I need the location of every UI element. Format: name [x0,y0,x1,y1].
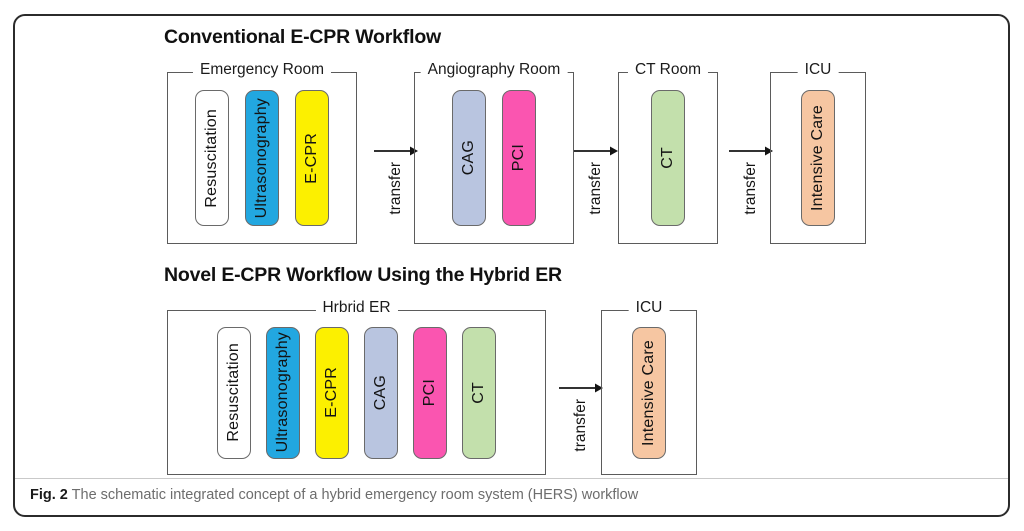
room-group-angiography-room: Angiography Room CAG PCI [414,62,574,244]
transfer-text-1: transfer [387,162,405,215]
section-title-conventional: Conventional E-CPR Workflow [164,26,441,48]
process-label-cag: CAG [460,140,477,176]
process-box-pci[interactable]: PCI [413,326,447,459]
process-label-pci: PCI [510,144,527,172]
process-label-resuscitation: Resuscitation [203,108,220,208]
room-label-ct-room: CT Room [627,62,709,78]
transfer-label-2: transfer [573,162,619,220]
figure-caption: Fig. 2 The schematic integrated concept … [30,487,990,503]
process-box-ct[interactable]: CT [462,326,496,459]
process-box-pci[interactable]: PCI [502,90,536,226]
caption-divider [15,478,1008,479]
process-label-intensive-care: Intensive Care [640,339,657,446]
room-group-emergency-room: Emergency Room Resuscitation Ultrasonogr… [167,62,357,244]
room-label-angiography-room: Angiography Room [420,62,568,78]
transfer-text-4: transfer [572,399,590,452]
process-label-pci: PCI [421,378,438,407]
figure-caption-prefix: Fig. 2 [30,487,68,503]
arrow-right-icon [574,146,618,156]
process-box-resuscitation[interactable]: Resuscitation [195,90,229,226]
arrow-right-icon [374,146,418,156]
process-label-ultrasonography: Ultrasonography [274,332,291,453]
section-title-novel: Novel E-CPR Workflow Using the Hybrid ER [164,264,562,286]
figure-caption-text: The schematic integrated concept of a hy… [71,487,639,503]
transfer-label-4: transfer [558,399,604,457]
transfer-text-3: transfer [742,162,760,215]
process-box-e-cpr[interactable]: E-CPR [295,90,329,226]
process-box-cag[interactable]: CAG [452,90,486,226]
process-box-ct[interactable]: CT [651,90,685,226]
process-label-cag: CAG [372,374,389,411]
room-label-emergency-room: Emergency Room [192,62,332,78]
room-label-hybrid-er: Hrbrid ER [315,300,398,316]
room-inner-icu-novel: Intensive Care [602,311,696,474]
transfer-text-2: transfer [587,162,605,215]
process-box-resuscitation[interactable]: Resuscitation [217,326,251,459]
process-label-resuscitation: Resuscitation [225,343,242,442]
room-inner-emergency-room: Resuscitation Ultrasonography E-CPR [168,73,356,243]
arrow-right-icon [559,383,603,393]
room-inner-hybrid-er: Resuscitation Ultrasonography E-CPR CAG … [168,311,545,474]
process-box-ultrasonography[interactable]: Ultrasonography [266,326,300,459]
process-label-ultrasonography: Ultrasonography [253,97,270,219]
process-label-e-cpr: E-CPR [303,132,320,184]
room-group-ct-room: CT Room CT [618,62,718,244]
process-label-e-cpr: E-CPR [323,367,340,418]
room-inner-ct-room: CT [619,73,717,243]
transfer-label-3: transfer [728,162,774,220]
room-inner-icu-conventional: Intensive Care [771,73,865,243]
process-label-intensive-care: Intensive Care [809,105,826,211]
process-box-cag[interactable]: CAG [364,326,398,459]
room-group-hybrid-er: Hrbrid ER Resuscitation Ultrasonography … [167,300,546,475]
arrow-right-icon [729,146,773,156]
transfer-label-1: transfer [373,162,419,220]
process-label-ct: CT [470,381,487,404]
process-box-ultrasonography[interactable]: Ultrasonography [245,90,279,226]
room-group-icu-conventional: ICU Intensive Care [770,62,866,244]
room-label-icu-conventional: ICU [797,62,839,78]
process-label-ct: CT [659,147,676,169]
room-inner-angiography-room: CAG PCI [415,73,573,243]
process-box-e-cpr[interactable]: E-CPR [315,326,349,459]
process-box-intensive-care[interactable]: Intensive Care [632,326,666,459]
room-group-icu-novel: ICU Intensive Care [601,300,697,475]
process-box-intensive-care[interactable]: Intensive Care [801,90,835,226]
room-label-icu-novel: ICU [628,300,670,316]
